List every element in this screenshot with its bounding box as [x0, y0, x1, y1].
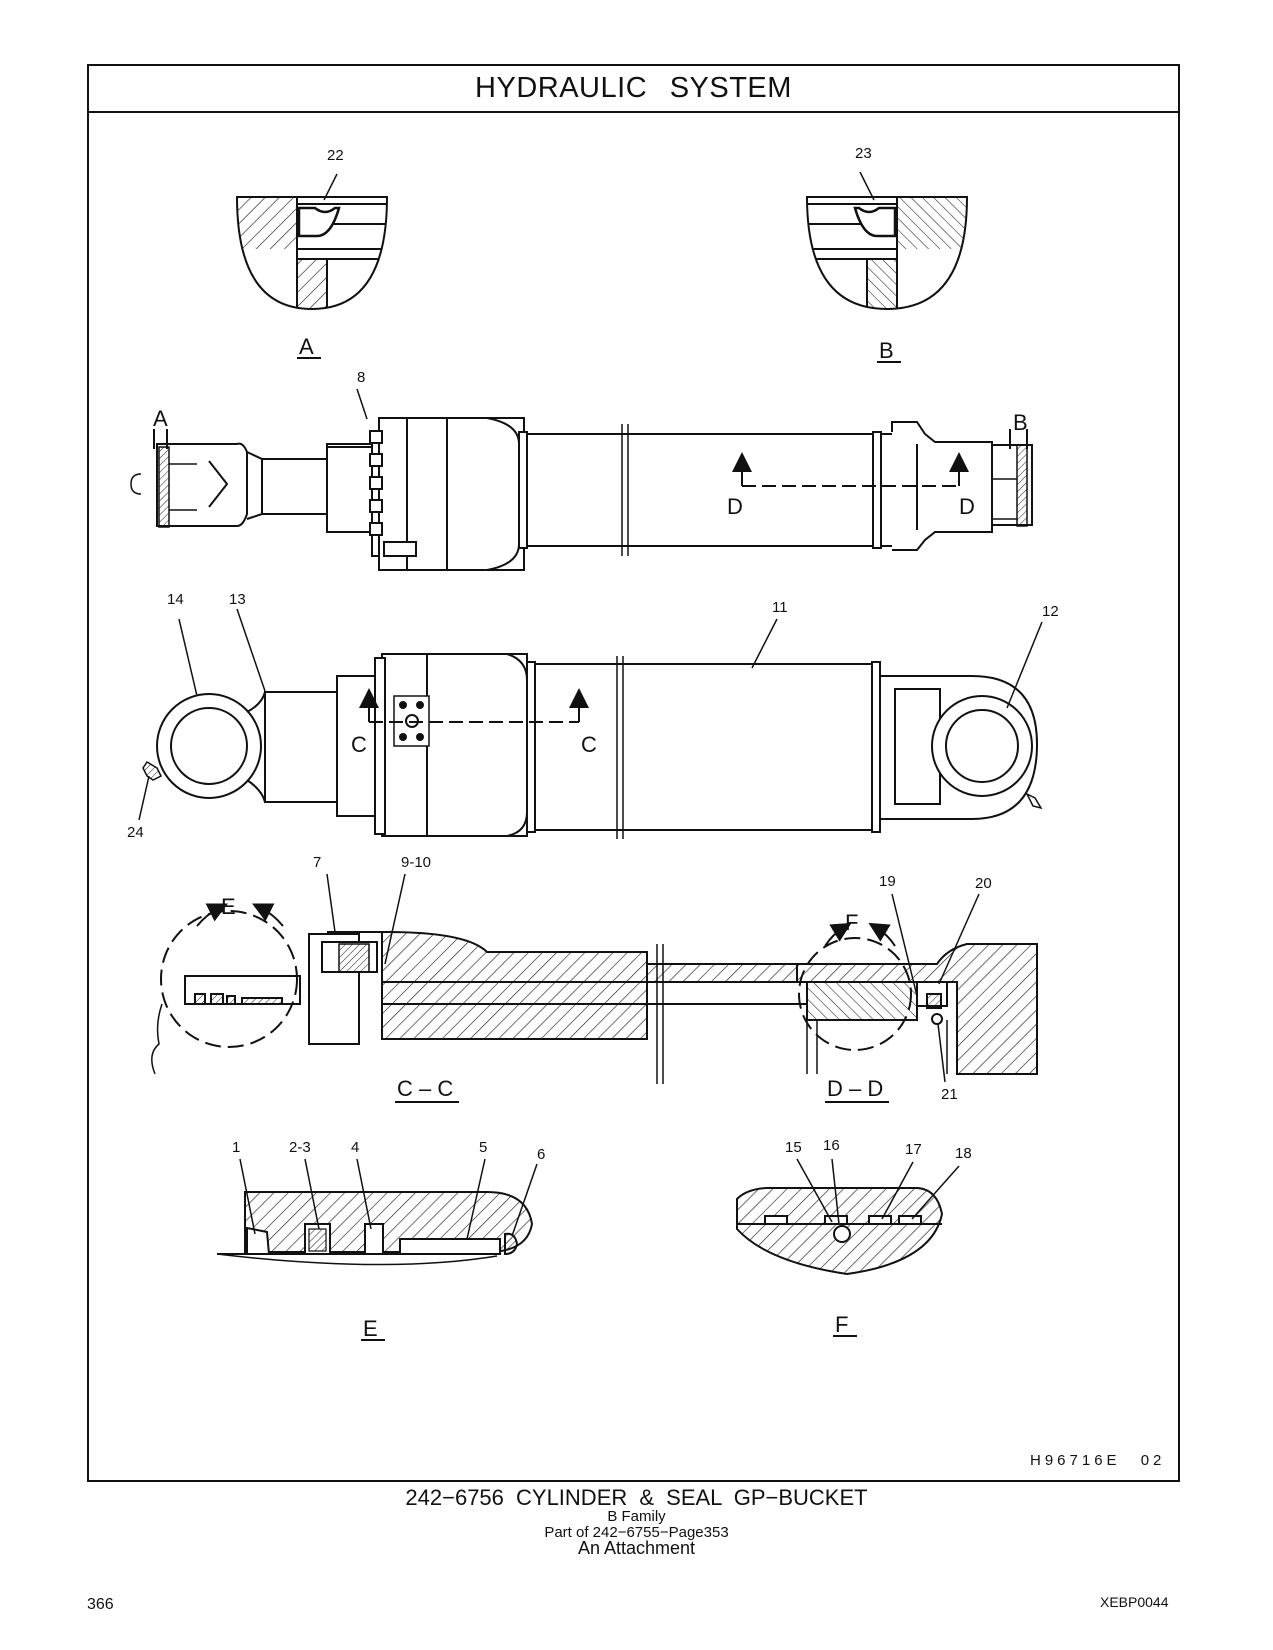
- callout-4: 4: [351, 1139, 359, 1156]
- section-label-c-right: C: [581, 732, 597, 757]
- caption-title: 242−6756 CYLINDER & SEAL GP−BUCKET: [405, 1485, 868, 1510]
- callout-23: 23: [855, 145, 872, 162]
- callout-15: 15: [785, 1139, 802, 1156]
- callout-2-3: 2-3: [289, 1139, 311, 1156]
- arrow-label-a: A: [153, 406, 168, 431]
- detail-f-label: F: [835, 1312, 848, 1337]
- arrow-label-b: B: [1013, 410, 1028, 435]
- document-code: XEBP0044: [1100, 1594, 1169, 1610]
- callout-17: 17: [905, 1141, 922, 1158]
- callout-16: 16: [823, 1137, 840, 1154]
- cylinder-top-view: [138, 608, 1043, 839]
- section-view-cc-dd: [151, 873, 1038, 1084]
- callout-1: 1: [232, 1139, 240, 1156]
- callout-18: 18: [955, 1145, 972, 1162]
- detail-b-label: B: [879, 338, 894, 363]
- figure-code: H96716E 02: [1030, 1452, 1166, 1469]
- arrow-label-f: F: [845, 910, 858, 935]
- detail-e-view: [216, 1158, 538, 1266]
- callout-19: 19: [879, 873, 896, 890]
- callout-12: 12: [1042, 603, 1059, 620]
- caption-attachment: An Attachment: [577, 1538, 696, 1558]
- detail-a-label: A: [299, 334, 314, 359]
- callout-20: 20: [975, 875, 992, 892]
- detail-a-view: [235, 173, 389, 311]
- callout-8: 8: [357, 369, 365, 386]
- parts-diagram: 22 A 23 B: [127, 145, 1059, 1341]
- callout-13: 13: [229, 591, 246, 608]
- callout-24: 24: [127, 824, 144, 841]
- callout-11: 11: [772, 599, 788, 616]
- detail-e-label: E: [363, 1316, 378, 1341]
- arrow-label-e: E: [221, 894, 236, 919]
- section-label-d-left: D: [727, 494, 743, 519]
- callout-14: 14: [167, 591, 184, 608]
- detail-b-view: [805, 171, 969, 311]
- callout-9-10: 9-10: [401, 854, 431, 871]
- caption-part-of: Part of 242−6755−Page353: [544, 1524, 729, 1541]
- callout-5: 5: [479, 1139, 487, 1156]
- callout-7: 7: [313, 854, 321, 871]
- section-dd-label: D – D: [827, 1076, 883, 1101]
- cylinder-side-view: [130, 388, 1033, 571]
- caption-family: B Family: [607, 1508, 666, 1525]
- callout-22: 22: [327, 147, 344, 164]
- callout-6: 6: [537, 1146, 545, 1163]
- page-title: HYDRAULIC SYSTEM: [89, 66, 1178, 113]
- callout-21: 21: [941, 1086, 958, 1103]
- page-number: 366: [87, 1596, 114, 1613]
- section-label-c-left: C: [351, 732, 367, 757]
- section-cc-label: C – C: [397, 1076, 453, 1101]
- section-label-d-right: D: [959, 494, 975, 519]
- detail-f-view: [736, 1158, 960, 1276]
- drawing-frame: HYDRAULIC SYSTEM: [87, 64, 1180, 1482]
